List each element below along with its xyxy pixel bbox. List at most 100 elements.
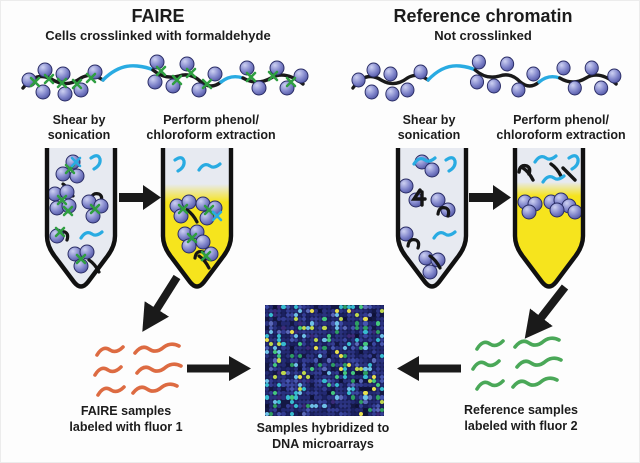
microarray-spot: [367, 333, 372, 338]
microarray-spot: [285, 313, 290, 318]
microarray-spot: [285, 366, 290, 371]
microarray-spot: [351, 362, 356, 367]
microarray-spot: [281, 321, 286, 326]
microarray-spot: [375, 362, 380, 367]
microarray-spot: [306, 391, 311, 396]
microarray-spot: [297, 395, 302, 400]
microarray-spot: [273, 391, 278, 396]
microarray-spot: [338, 354, 343, 359]
microarray-spot: [301, 309, 307, 314]
microarray-spot: [322, 403, 327, 408]
microarray-spot: [273, 325, 278, 330]
microarray-spot: [334, 407, 339, 412]
microarray-spot: [338, 350, 343, 355]
microarray-spot: [306, 399, 311, 404]
microarray-spot: [273, 313, 278, 318]
microarray-spot: [297, 333, 302, 338]
microarray-spot: [277, 321, 282, 326]
microarray-spot: [301, 329, 307, 334]
microarray-spot: [322, 379, 327, 384]
microarray-spot: [351, 305, 356, 310]
microarray-spot: [281, 383, 286, 388]
microarray-spot: [289, 395, 294, 400]
microarray-spot: [277, 407, 282, 412]
microarray-spot: [281, 354, 286, 359]
microarray-spot: [342, 379, 348, 384]
microarray-spot: [351, 366, 356, 371]
microarray-spot: [342, 309, 348, 314]
microarray-spot: [277, 362, 282, 367]
microarray-spot: [363, 358, 368, 363]
microarray-spot: [326, 321, 331, 326]
microarray-spot: [326, 358, 331, 363]
microarray-spot: [297, 399, 302, 404]
microarray-spot: [285, 317, 290, 322]
microarray-spot: [289, 383, 294, 388]
microarray-spot: [338, 403, 343, 408]
microarray-spot: [371, 362, 376, 367]
microarray-spot: [363, 374, 368, 379]
microarray-spot: [297, 350, 302, 355]
microarray-spot: [318, 333, 323, 338]
microarray-spot: [359, 317, 364, 322]
microarray-spot: [359, 305, 364, 310]
microarray-spot: [342, 313, 348, 318]
microarray-spot: [363, 379, 368, 384]
microarray-spot: [310, 362, 315, 367]
microarray-spot: [334, 370, 339, 375]
microarray-spot: [314, 342, 319, 347]
microarray-spot: [355, 374, 360, 379]
microarray-spot: [281, 379, 286, 384]
microarray-spot: [375, 366, 380, 371]
microarray-spot: [351, 309, 356, 314]
microarray-spot: [310, 313, 315, 318]
microarray-spot: [281, 333, 286, 338]
microarray-spot: [355, 325, 360, 330]
microarray-spot: [297, 354, 302, 359]
microarray-spot: [318, 374, 323, 379]
microarray-spot: [289, 329, 294, 334]
microarray-spot: [338, 370, 343, 375]
microarray-spot: [334, 321, 339, 326]
microarray-spot: [297, 411, 302, 416]
microarray-spot: [301, 391, 307, 396]
microarray-spot: [281, 305, 286, 310]
microarray-spot: [347, 309, 352, 314]
microarray-spot: [265, 383, 270, 388]
microarray-spot: [314, 337, 319, 342]
microarray-spot: [338, 309, 343, 314]
microarray-spot: [375, 407, 380, 412]
microarray-spot: [322, 350, 327, 355]
microarray-spot: [293, 329, 298, 334]
microarray-spot: [334, 399, 339, 404]
microarray-spot: [379, 354, 384, 359]
microarray-spot: [330, 333, 335, 338]
microarray-spot: [310, 374, 315, 379]
microarray-spot: [285, 379, 290, 384]
microarray-spot: [277, 411, 282, 416]
microarray-spot: [285, 383, 290, 388]
microarray-spot: [293, 305, 298, 310]
microarray-spot: [330, 354, 335, 359]
microarray-spot: [269, 387, 274, 392]
microarray-spot: [281, 399, 286, 404]
microarray-spot: [306, 370, 311, 375]
microarray-spot: [306, 383, 311, 388]
microarray-spot: [338, 411, 343, 416]
microarray-spot: [363, 317, 368, 322]
microarray-spot: [265, 358, 270, 363]
microarray-spot: [281, 358, 286, 363]
microarray-spot: [301, 317, 307, 322]
crosslinked-chromatin-illustration: [21, 54, 309, 102]
microarray-spot: [326, 411, 331, 416]
microarray-spot: [265, 411, 270, 416]
microarray-spot: [281, 309, 286, 314]
microarray-spot: [355, 370, 360, 375]
microarray-spot: [351, 342, 356, 347]
reference-sample-strands: [471, 336, 563, 391]
microarray-spot: [310, 350, 315, 355]
microarray-spot: [363, 407, 368, 412]
microarray-spot: [265, 374, 270, 379]
microarray-spot: [265, 354, 270, 359]
microarray-spot: [326, 309, 331, 314]
